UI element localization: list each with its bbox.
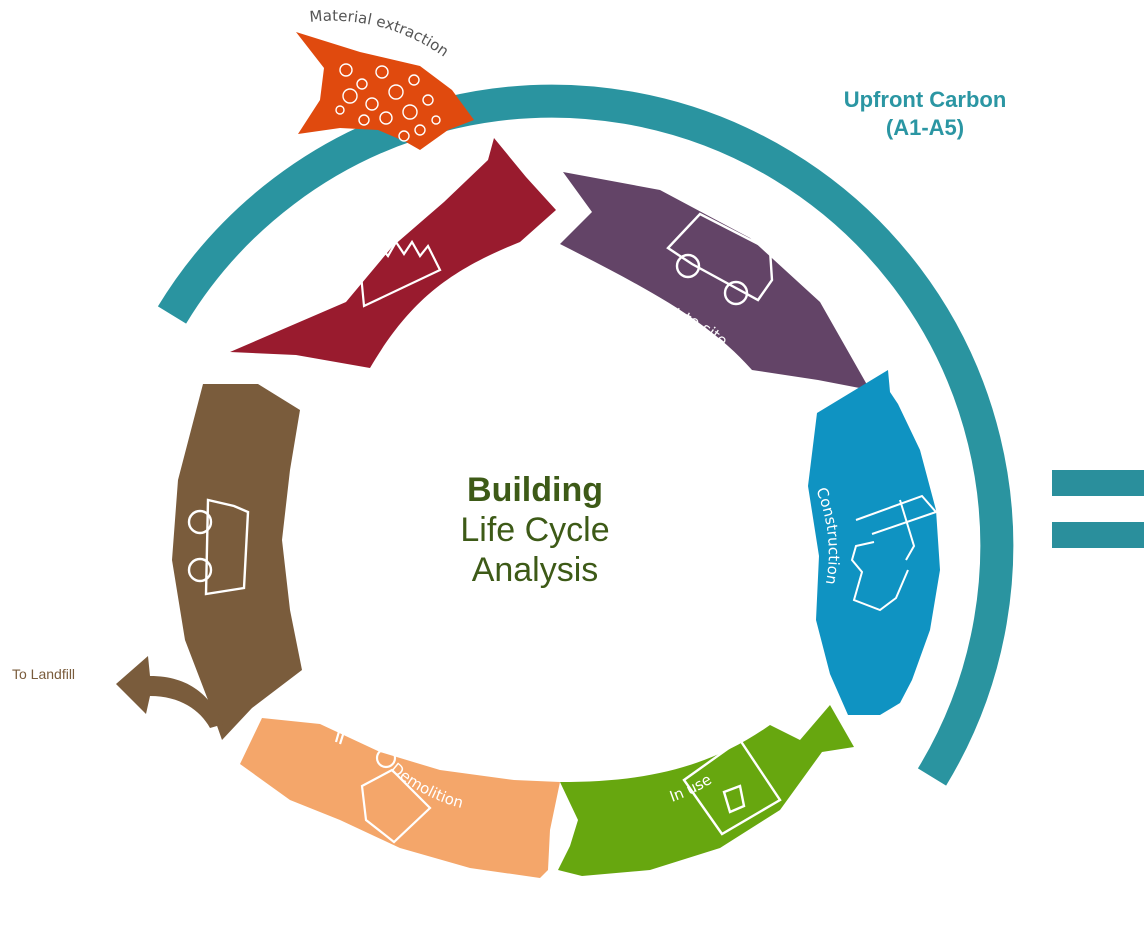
transport-to-site-segment: [560, 172, 870, 390]
center-title-line1: Life Cycle: [460, 511, 610, 549]
transport-to-site-truck-icon: [666, 212, 774, 306]
rubble-icon: [335, 63, 441, 142]
center-title-bold: Building: [467, 471, 603, 509]
equals-sign-bottom-bar: [1052, 522, 1144, 548]
equals-sign-top-bar: [1052, 470, 1144, 496]
factory-icon: [339, 239, 442, 308]
center-title-line2: Analysis: [471, 551, 599, 589]
upfront-carbon-heading: Upfront Carbon: [843, 87, 1007, 112]
in-use-segment: [558, 705, 854, 876]
wrecking-ball-icon: [334, 684, 432, 844]
production-segment: [230, 138, 556, 368]
upfront-carbon-arc: [157, 84, 1014, 786]
transport-for-reuse-segment: [172, 384, 302, 740]
upfront-carbon-subtitle: (A1-A5): [885, 115, 965, 140]
landfill-arrow: [116, 656, 224, 728]
landfill-label: To Landfill: [12, 666, 76, 682]
transport-for-reuse-label: Transport for reuse: [288, 462, 337, 608]
crane-icon: [850, 494, 938, 612]
material-extraction-segment: [296, 32, 474, 150]
demolition-segment: [240, 718, 560, 878]
transport-for-reuse-truck-icon: [187, 498, 250, 596]
center-title: Building Life Cycle Analysis: [430, 470, 640, 590]
in-use-house-icon: [682, 738, 782, 836]
upfront-carbon-title: Upfront Carbon (A1-A5): [780, 86, 1070, 142]
